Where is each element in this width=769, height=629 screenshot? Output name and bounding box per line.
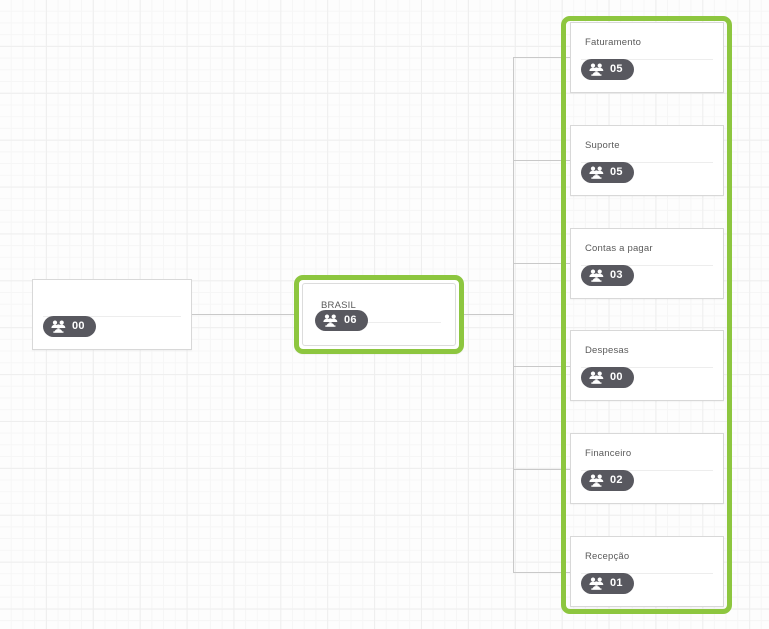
org-node-divider <box>581 470 713 471</box>
org-node-child[interactable]: Despesas 00 <box>570 330 724 401</box>
connector-branch-2 <box>513 160 570 161</box>
connector-branch-1 <box>513 57 570 58</box>
member-count-value: 01 <box>610 577 623 589</box>
org-node-divider <box>581 162 713 163</box>
org-node-title: Despesas <box>585 345 629 356</box>
member-count-badge[interactable]: 02 <box>581 470 634 491</box>
member-count-badge[interactable]: 05 <box>581 59 634 80</box>
org-node-title: Financeiro <box>585 448 632 459</box>
member-count-value: 05 <box>610 63 623 75</box>
member-count-value: 06 <box>344 314 357 326</box>
member-count-badge[interactable]: 03 <box>581 265 634 286</box>
org-node-title: Recepção <box>585 551 630 562</box>
org-node-title: Suporte <box>585 140 620 151</box>
member-count-badge[interactable]: 00 <box>43 316 96 337</box>
people-group-icon <box>589 166 604 179</box>
member-count-value: 00 <box>72 320 85 332</box>
connector-root-to-brasil <box>192 314 294 315</box>
org-node-title: Contas a pagar <box>585 243 653 254</box>
org-node-divider <box>43 316 181 317</box>
connector-trunk <box>513 57 514 573</box>
org-node-child[interactable]: Contas a pagar 03 <box>570 228 724 299</box>
connector-branch-3 <box>513 263 570 264</box>
org-node-child[interactable]: Recepção 01 <box>570 536 724 607</box>
member-count-value: 00 <box>610 371 623 383</box>
people-group-icon <box>589 474 604 487</box>
org-node-title: Faturamento <box>585 37 642 48</box>
org-node-brasil[interactable]: BRASIL 06 <box>294 275 464 354</box>
org-node-title: BRASIL <box>321 300 356 311</box>
member-count-badge[interactable]: 05 <box>581 162 634 183</box>
org-node-divider <box>581 573 713 574</box>
people-group-icon <box>589 371 604 384</box>
org-node-divider <box>581 59 713 60</box>
member-count-value: 05 <box>610 166 623 178</box>
connector-branch-4 <box>513 366 570 367</box>
selected-group-outline <box>561 16 732 614</box>
org-node-divider <box>581 265 713 266</box>
member-count-value: 03 <box>610 269 623 281</box>
member-count-badge[interactable]: 01 <box>581 573 634 594</box>
member-count-value: 02 <box>610 474 623 486</box>
member-count-badge[interactable]: 00 <box>581 367 634 388</box>
connector-branch-5 <box>513 469 570 470</box>
org-node-child[interactable]: Suporte 05 <box>570 125 724 196</box>
people-group-icon <box>589 269 604 282</box>
connector-brasil-stub <box>464 314 513 315</box>
org-node-child[interactable]: Financeiro 02 <box>570 433 724 504</box>
connector-branch-6 <box>513 572 570 573</box>
people-group-icon <box>51 320 66 333</box>
people-group-icon <box>589 577 604 590</box>
org-node-child[interactable]: Faturamento 05 <box>570 22 724 93</box>
org-node-divider <box>317 322 441 323</box>
org-node-divider <box>581 367 713 368</box>
people-group-icon <box>323 314 338 327</box>
org-node-root[interactable]: 00 <box>32 279 192 350</box>
member-count-badge[interactable]: 06 <box>315 310 368 331</box>
people-group-icon <box>589 63 604 76</box>
